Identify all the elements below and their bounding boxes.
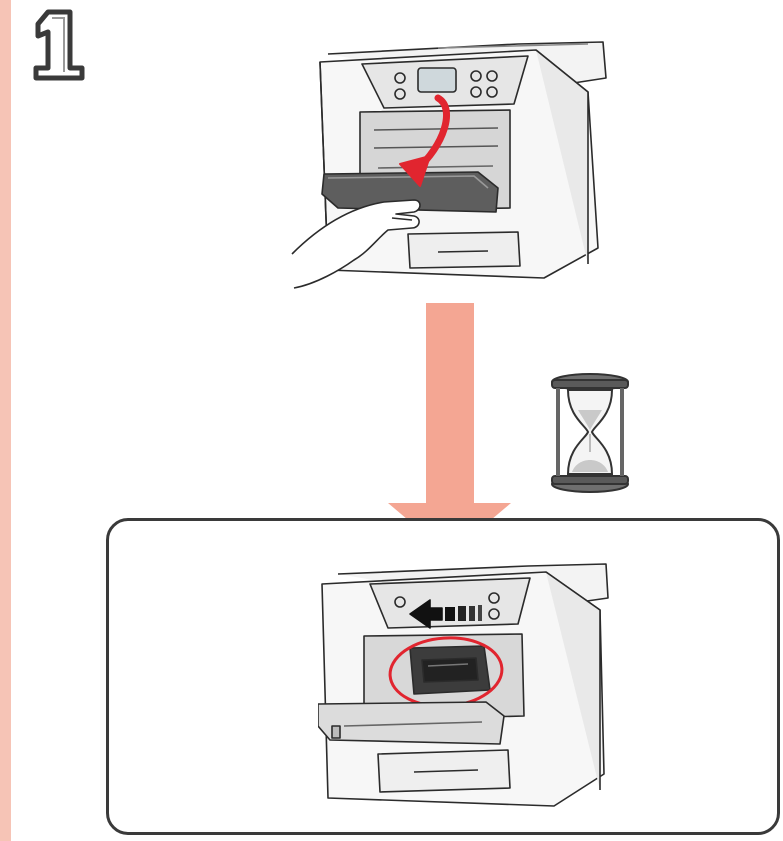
printer-print-head-holder-illustration	[318, 560, 618, 816]
flow-arrow-down	[388, 303, 511, 555]
hourglass-icon	[548, 372, 632, 494]
side-accent-bar	[0, 0, 11, 841]
step-number-glyph: 1	[26, 6, 85, 81]
step-number-text: 1	[26, 6, 27, 7]
step-number: 1	[26, 6, 90, 82]
printer-open-tray-illustration	[288, 38, 618, 294]
